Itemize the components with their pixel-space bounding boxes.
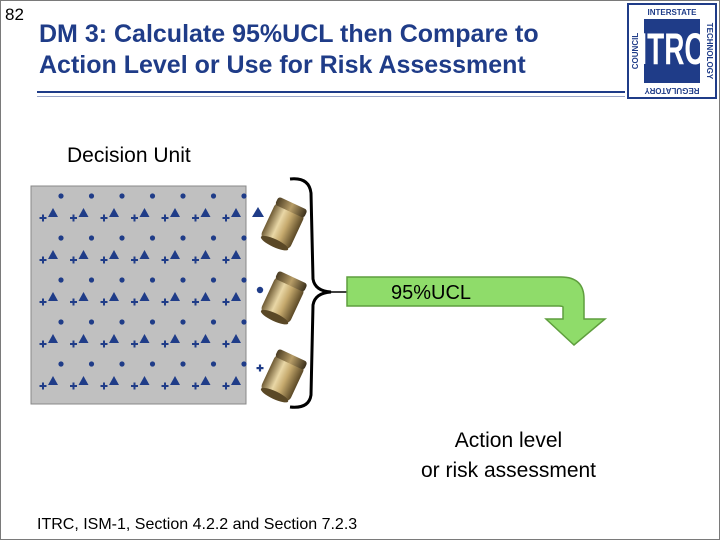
logo-right-text: TECHNOLOGY — [705, 23, 714, 80]
ucl-label: 95%UCL — [391, 282, 472, 304]
sample-jar-icon-2 — [260, 271, 307, 325]
triangle-marker-icon — [252, 207, 264, 217]
page-number: 82 — [5, 5, 24, 24]
slide-title: DM 3: Calculate 95%UCL then Compare to A… — [39, 19, 629, 81]
sample-markers — [39, 193, 247, 390]
sample-jar-icon-3 — [260, 349, 307, 403]
action-line-1: Action level — [454, 429, 563, 452]
title-underline-thin — [37, 96, 625, 97]
plus-marker-icon — [256, 364, 264, 372]
decision-unit-label: Decision Unit — [67, 144, 191, 167]
title-line-1: DM 3: Calculate 95%UCL then Compare to — [39, 20, 539, 48]
sample-jar-icon-1 — [260, 197, 307, 251]
decision-unit-box — [30, 185, 247, 405]
action-line-2: or risk assessment — [420, 459, 597, 482]
logo-center-text: ITRC — [639, 23, 704, 73]
title-line-2: Action Level or Use for Risk Assessment — [39, 51, 526, 79]
title-underline — [37, 91, 625, 93]
action-text: Action level or risk assessment — [381, 426, 636, 486]
circle-marker-icon — [256, 286, 264, 294]
logo-bottom-text: REGULATORY — [644, 86, 700, 95]
itrc-logo: INTERSTATE REGULATORY COUNCIL TECHNOLOGY… — [627, 3, 717, 99]
logo-left-text: COUNCIL — [631, 33, 640, 70]
result-arrow — [346, 276, 608, 347]
source-citation: ITRC, ISM-1, Section 4.2.2 and Section 7… — [37, 516, 358, 533]
logo-top-text: INTERSTATE — [647, 8, 697, 17]
